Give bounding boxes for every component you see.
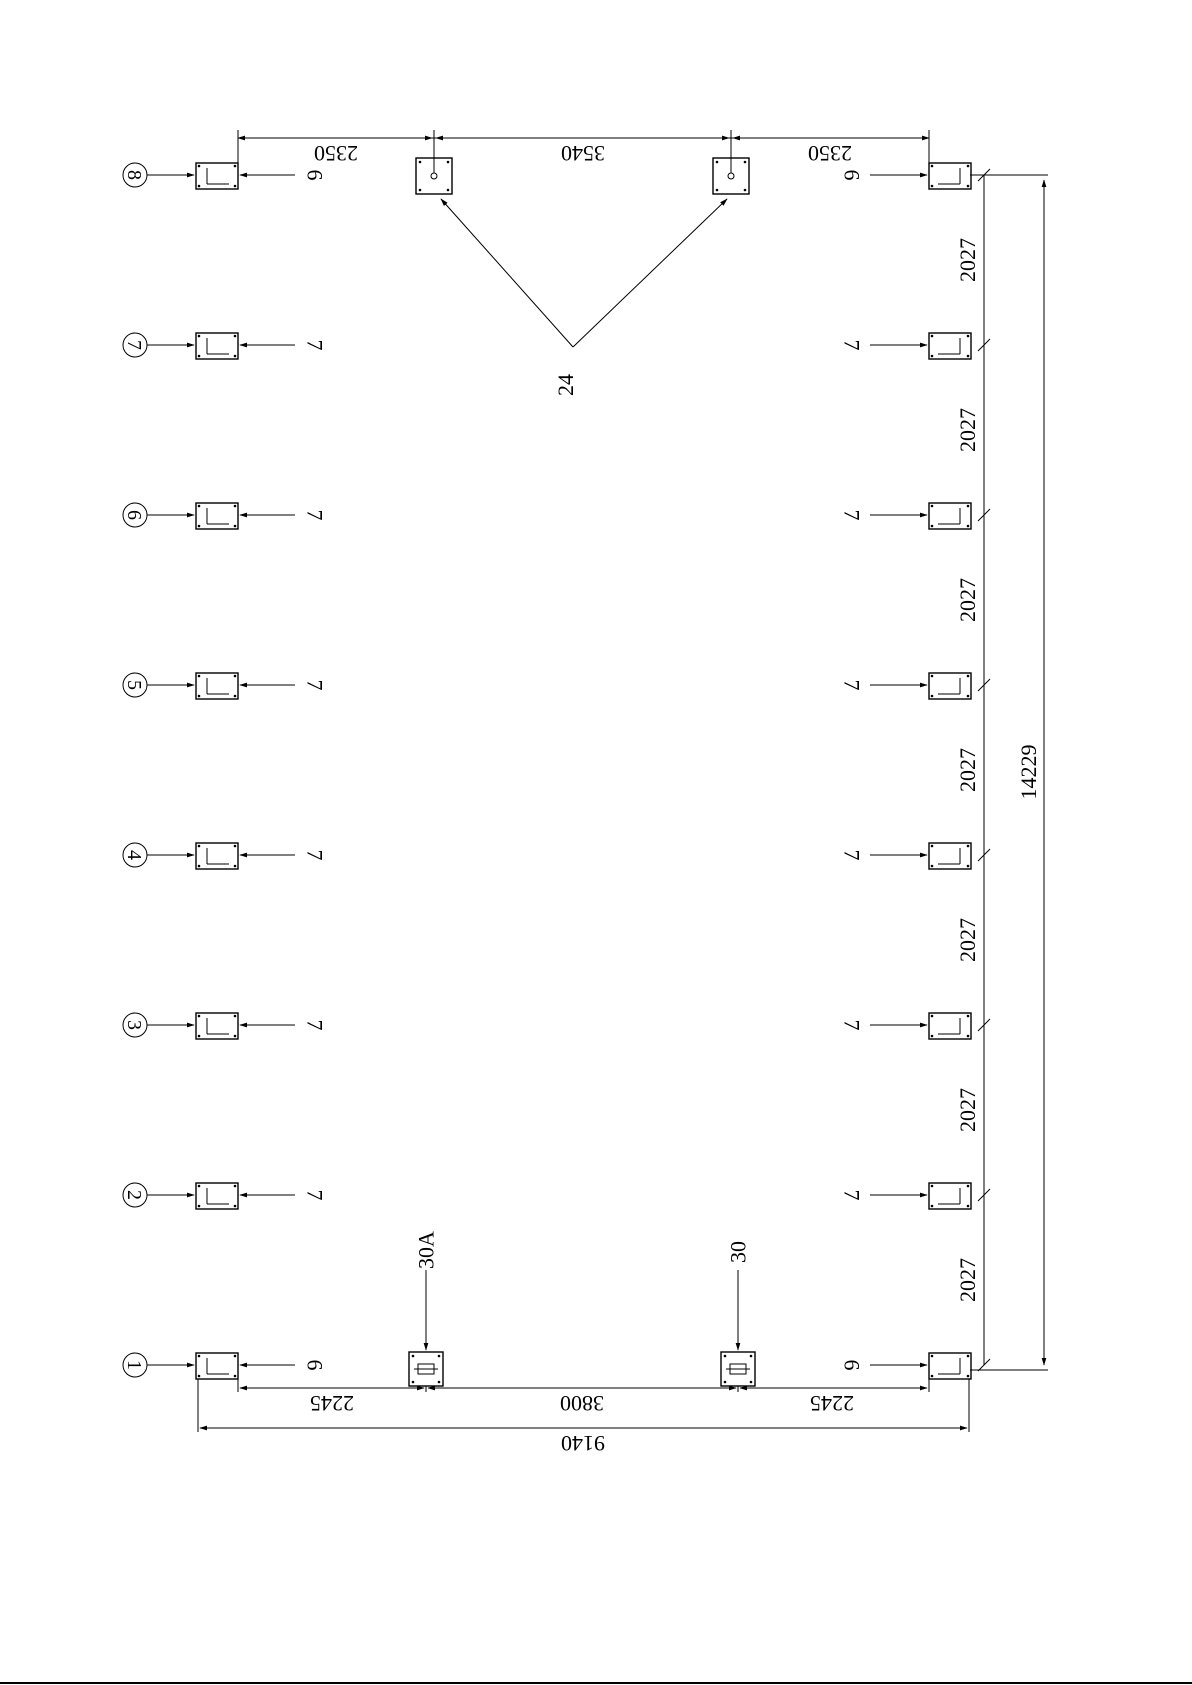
overall-width-dimension: 9140: [198, 1379, 969, 1456]
axis-marker-5: 5: [123, 673, 194, 697]
left-plate-4: [196, 843, 238, 869]
axis-marker-2: 2: [123, 1183, 194, 1207]
left-callout-2: 7: [303, 1190, 328, 1201]
right-callout-2: 7: [840, 1190, 865, 1201]
right-plate-3: [929, 1013, 971, 1039]
top-dim-right: 2350: [808, 141, 852, 166]
overall-length-dimension: 14229: [970, 175, 1048, 1370]
right-plate-1: [929, 1353, 971, 1379]
axis-marker-3: 3: [123, 1013, 194, 1037]
left-plate-5: [196, 673, 238, 699]
callout-30A: 30A: [414, 1231, 439, 1269]
right-plate-5: [929, 673, 971, 699]
right-callouts: 6 7 7 7 7 7 7 6: [840, 170, 928, 1371]
top-plate-left: [416, 158, 452, 194]
overall-length-label: 14229: [1016, 745, 1041, 800]
axis-marker-4: 4: [123, 843, 194, 867]
axis-label-2: 2: [123, 1190, 145, 1200]
left-plate-2: [196, 1183, 238, 1209]
left-callout-3: 7: [303, 1020, 328, 1031]
right-callout-8: 6: [840, 170, 865, 181]
left-callout-8: 6: [303, 170, 328, 181]
left-plate-7: [196, 333, 238, 359]
left-plate-1: [196, 1353, 238, 1379]
axis-label-8: 8: [123, 170, 145, 180]
right-plate-2: [929, 1183, 971, 1209]
callout-24: 24: [553, 374, 578, 396]
bottom-dim-center: 3800: [560, 1391, 604, 1416]
top-center-plates: 24: [416, 158, 749, 396]
bay-dim-2: 2027: [955, 408, 980, 452]
bay-dim-5: 2027: [955, 918, 980, 962]
left-callout-1: 6: [303, 1360, 328, 1371]
right-callout-1: 6: [840, 1360, 865, 1371]
bottom-dim-right: 2245: [810, 1391, 854, 1416]
bay-dim-6: 2027: [955, 1088, 980, 1132]
bay-dim-1: 2027: [955, 238, 980, 282]
right-callout-5: 7: [840, 680, 865, 691]
top-dim-left: 2350: [314, 141, 358, 166]
overall-width-label: 9140: [561, 1431, 605, 1456]
top-dim-center: 3540: [561, 141, 605, 166]
left-plate-6: [196, 503, 238, 529]
right-callout-7: 7: [840, 340, 865, 351]
axis-label-7: 7: [123, 340, 145, 350]
axis-label-3: 3: [123, 1020, 145, 1030]
axis-label-1: 1: [123, 1360, 145, 1370]
axis-markers: 8 7 6 5 4 3 2: [123, 163, 194, 1377]
right-plate-6: [929, 503, 971, 529]
axis-marker-7: 7: [123, 333, 194, 357]
left-callouts: 6 7 7 7 7 7 7 6: [240, 170, 328, 1371]
right-plate-8: [929, 163, 971, 189]
left-callout-7: 7: [303, 340, 328, 351]
right-callout-6: 7: [840, 510, 865, 521]
axis-marker-6: 6: [123, 503, 194, 527]
bottom-plates: 30A 30: [409, 1231, 755, 1386]
bay-dim-7: 2027: [955, 1258, 980, 1302]
bay-dim-3: 2027: [955, 578, 980, 622]
axis-marker-8: 8: [123, 163, 194, 187]
top-dimension-chain: 2350 3540 2350: [238, 130, 929, 166]
bottom-dimension-chain: 2245 3800 2245: [238, 1379, 929, 1416]
bottom-dim-left: 2245: [310, 1391, 354, 1416]
callout-30: 30: [726, 1241, 751, 1263]
axis-marker-1: 1: [123, 1353, 194, 1377]
axis-label-5: 5: [123, 680, 145, 690]
right-callout-3: 7: [840, 1020, 865, 1031]
top-plate-right: [713, 158, 749, 194]
left-callout-6: 7: [303, 510, 328, 521]
plate-30: 30: [721, 1241, 755, 1386]
bay-dim-4: 2027: [955, 748, 980, 792]
left-plates: [196, 163, 238, 1379]
right-plate-7: [929, 333, 971, 359]
left-plate-3: [196, 1013, 238, 1039]
axis-label-6: 6: [123, 510, 145, 520]
left-callout-4: 7: [303, 850, 328, 861]
axis-label-4: 4: [123, 850, 145, 860]
left-callout-5: 7: [303, 680, 328, 691]
plate-30A: 30A: [409, 1231, 443, 1386]
page-bottom-rule: [0, 1682, 1192, 1684]
left-plate-8: [196, 163, 238, 189]
right-callout-4: 7: [840, 850, 865, 861]
right-plate-4: [929, 843, 971, 869]
